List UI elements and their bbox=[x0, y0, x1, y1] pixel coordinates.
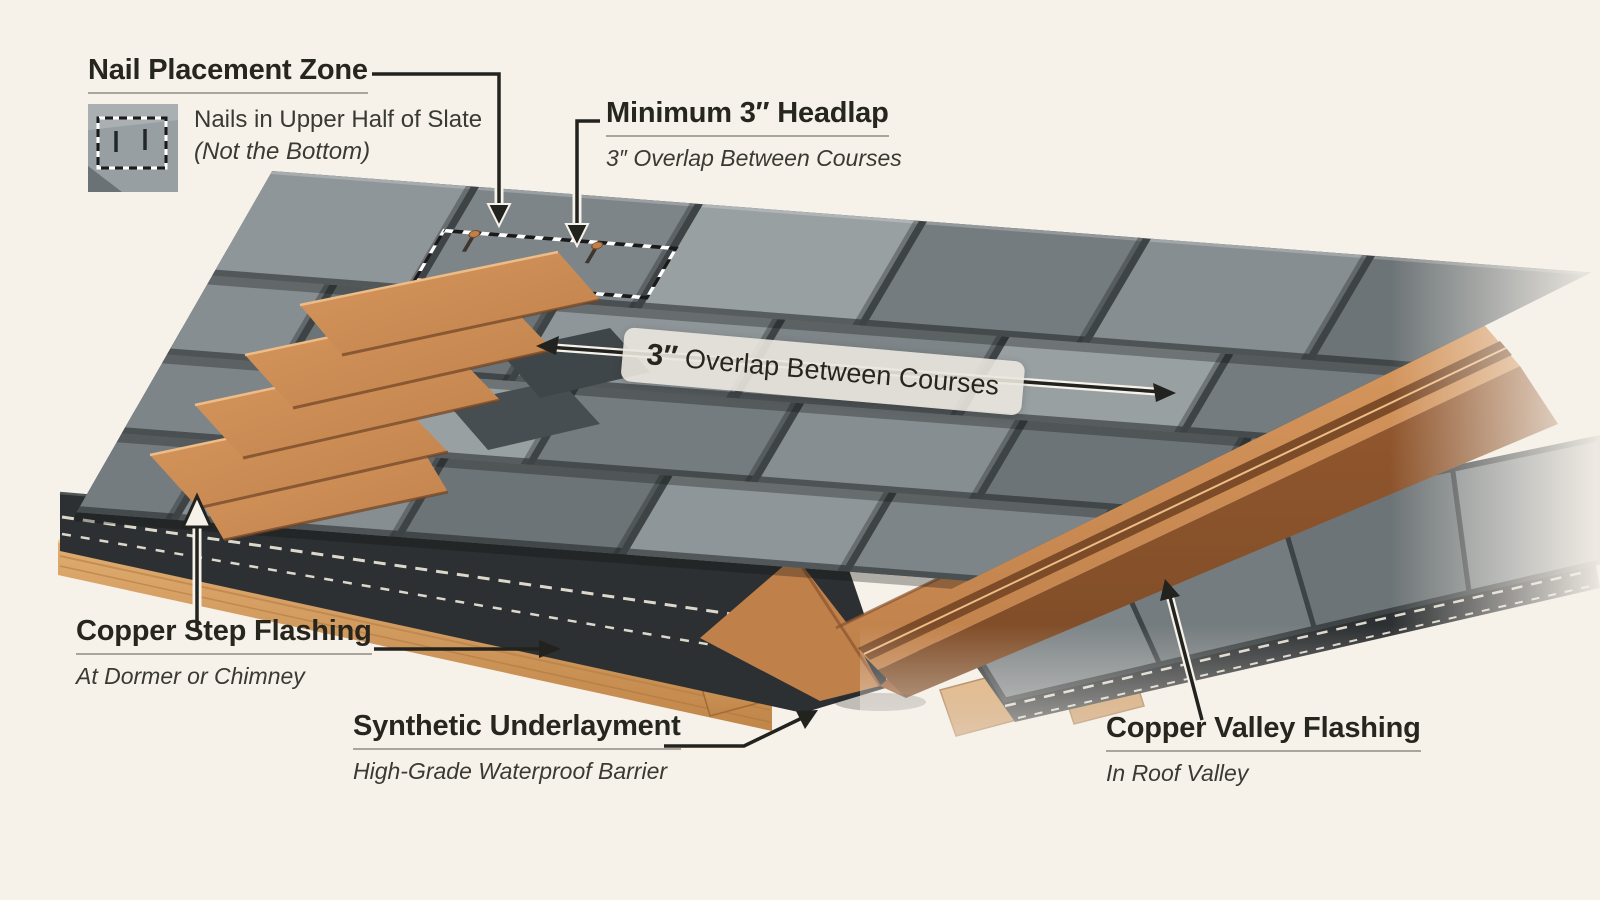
arrow-underlayment bbox=[664, 710, 818, 748]
headlap-label-group: Minimum 3″ Headlap 3″ Overlap Between Co… bbox=[606, 97, 902, 172]
step-flashing-label-group: Copper Step Flashing At Dormer or Chimne… bbox=[76, 615, 372, 690]
slate-tile bbox=[1089, 238, 1367, 360]
nail-zone-title: Nail Placement Zone bbox=[88, 54, 368, 94]
slate-tile bbox=[641, 204, 919, 326]
arrow-step-flashing-right bbox=[374, 640, 561, 658]
arrow-headlap bbox=[564, 116, 600, 249]
nail-icon bbox=[591, 241, 604, 250]
valley-flashing-title: Copper Valley Flashing bbox=[1106, 712, 1421, 752]
slate-nails bbox=[461, 229, 604, 264]
nail-icon bbox=[468, 229, 481, 238]
copper-valley-flashing bbox=[700, 316, 1558, 711]
underlayment-label-group: Synthetic Underlayment High-Grade Waterp… bbox=[353, 710, 681, 785]
step-flashing-subtitle: At Dormer or Chimney bbox=[76, 663, 305, 689]
nail-zone-label-group: Nail Placement Zone Nails in Upper Half … bbox=[88, 54, 482, 192]
step-flashing-title: Copper Step Flashing bbox=[76, 615, 372, 655]
valley-flashing-subtitle: In Roof Valley bbox=[1106, 760, 1249, 786]
valley-flashing-label-group: Copper Valley Flashing In Roof Valley bbox=[1106, 712, 1421, 787]
nail-zone-line1: Nails in Upper Half of Slate bbox=[194, 106, 483, 133]
arrow-nail-zone bbox=[372, 69, 512, 229]
underlayment-title: Synthetic Underlayment bbox=[353, 710, 681, 750]
arrow-step-flashing-up bbox=[180, 492, 214, 630]
headlap-title: Minimum 3″ Headlap bbox=[606, 97, 889, 137]
slate-tile bbox=[193, 169, 471, 291]
arrow-valley bbox=[1160, 579, 1206, 722]
copper-step-flashing bbox=[149, 250, 650, 542]
fade-bottom bbox=[860, 625, 1600, 790]
nail-zone-thumbnail bbox=[88, 104, 178, 192]
headlap-subtitle: 3″ Overlap Between Courses bbox=[606, 145, 902, 171]
slate-tile bbox=[865, 221, 1143, 343]
nail-zone-line2: (Not the Bottom) bbox=[194, 138, 371, 166]
nail-zone-description: Nails in Upper Half of Slate (Not the Bo… bbox=[194, 104, 482, 169]
overlap-badge-measure: 3″ bbox=[645, 338, 680, 374]
underlayment-subtitle: High-Grade Waterproof Barrier bbox=[353, 758, 668, 784]
